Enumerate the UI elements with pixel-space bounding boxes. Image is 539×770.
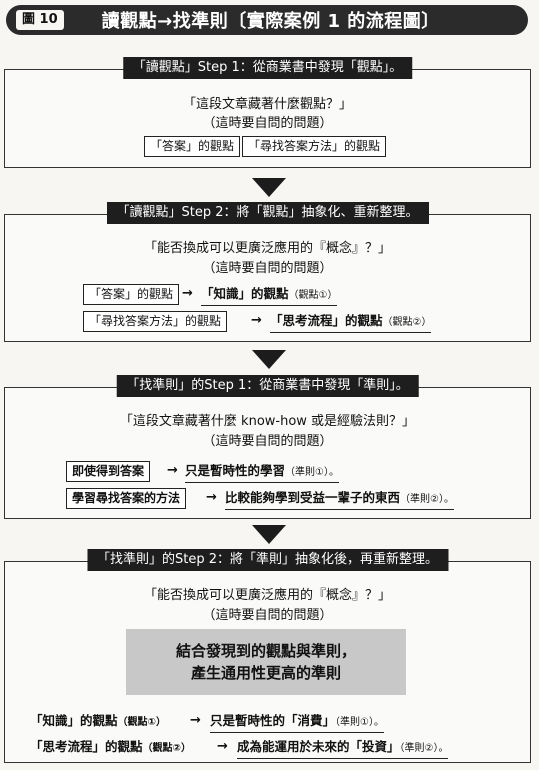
knowledge-viewpoint: 「知識」的觀點（觀點①） bbox=[201, 284, 338, 306]
investment-rule: 成為能運用於未來的「投資」（準則②）。 bbox=[237, 737, 449, 759]
highlight-line-1: 結合發現到的觀點與準則， bbox=[175, 642, 356, 660]
thinking-process-viewpoint: 「思考流程」的觀點（觀點②） bbox=[270, 311, 432, 333]
result-text: 成為能運用於未來的「投資」 bbox=[237, 739, 400, 754]
rule-1: 只是暫時性的學習（準則①）。 bbox=[185, 461, 339, 483]
self-ask-note: （這時要自問的問題） bbox=[202, 608, 333, 623]
result-note: （觀點①） bbox=[288, 290, 338, 301]
from-text: 「思考流程」的觀點 bbox=[30, 739, 143, 754]
section-title: 「讀觀點」Step 2：將「觀點」抽象化、重新整理。 bbox=[106, 202, 429, 224]
thinking-viewpoint-label: 「思考流程」的觀點（觀點②） bbox=[30, 737, 191, 758]
right-arrow-icon: → bbox=[167, 463, 178, 478]
down-arrow-icon bbox=[252, 525, 286, 544]
consumption-rule: 只是暫時性的「消費」（準則①）。 bbox=[210, 711, 384, 733]
highlight-line-2: 產生通用性更高的準則 bbox=[190, 664, 341, 682]
question: 「能否換成可以更廣泛應用的『概念』？」 bbox=[143, 241, 391, 256]
from-note: （觀點①） bbox=[117, 717, 166, 728]
result-note: （準則①）。 bbox=[285, 467, 339, 478]
section-title: 「讀觀點」Step 1：從商業書中發現「觀點」。 bbox=[122, 57, 413, 79]
down-arrow-icon bbox=[252, 178, 286, 197]
result-note: （準則②）。 bbox=[400, 494, 454, 505]
result-text: 比較能夠學到受益一輩子的東西 bbox=[225, 490, 401, 505]
learn-method-box: 學習尋找答案的方法 bbox=[66, 488, 187, 509]
result-text: 「知識」的觀點 bbox=[201, 286, 289, 301]
right-arrow-icon: → bbox=[182, 286, 193, 301]
figure-number: 圖 10 bbox=[16, 10, 64, 30]
answer-viewpoint-box: 「答案」的觀點 bbox=[83, 284, 180, 305]
result-note: （準則②）。 bbox=[399, 743, 449, 754]
question: 「這段文章藏著什麼 know-how 或是經驗法則？」 bbox=[119, 414, 416, 429]
even-with-answer-box: 即使得到答案 bbox=[66, 461, 151, 482]
right-arrow-icon: → bbox=[190, 713, 201, 728]
section-title: 「找準則」的Step 2：將「準則」抽象化後，再重新整理。 bbox=[86, 549, 449, 571]
section-read-viewpoint-step1: 「讀觀點」Step 1：從商業書中發現「觀點」。 「這段文章藏著什麼觀點？」 （… bbox=[4, 57, 531, 168]
down-arrow-icon bbox=[252, 350, 286, 369]
self-ask-note: （這時要自問的問題） bbox=[202, 261, 333, 276]
question: 「這段文章藏著什麼觀點？」 bbox=[182, 97, 352, 112]
from-note: （觀點②） bbox=[142, 743, 191, 754]
result-text: 只是暫時性的「消費」 bbox=[210, 713, 336, 728]
self-ask-note: （這時要自問的問題） bbox=[202, 116, 333, 131]
section-read-viewpoint-step2: 「讀觀點」Step 2：將「觀點」抽象化、重新整理。 「能否換成可以更廣泛應用的… bbox=[4, 202, 531, 342]
result-note: （準則①）。 bbox=[335, 717, 384, 728]
method-viewpoint-box: 「尋找答案方法」的觀點 bbox=[242, 136, 387, 157]
right-arrow-icon: → bbox=[206, 490, 217, 505]
knowledge-viewpoint-label: 「知識」的觀點（觀點①） bbox=[30, 711, 166, 732]
question: 「能否換成可以更廣泛應用的『概念』？」 bbox=[143, 588, 391, 603]
right-arrow-icon: → bbox=[217, 739, 228, 754]
figure-title: 讀觀點→找準則〔實際案例 1 的流程圖〕 bbox=[101, 11, 440, 32]
method-viewpoint-box: 「尋找答案方法」的觀點 bbox=[83, 311, 228, 332]
answer-viewpoint-box: 「答案」的觀點 bbox=[144, 136, 241, 157]
rule-2: 比較能夠學到受益一輩子的東西（準則②）。 bbox=[225, 488, 454, 510]
combined-rule-highlight: 結合發現到的觀點與準則， 產生通用性更高的準則 bbox=[126, 629, 406, 695]
self-ask-note: （這時要自問的問題） bbox=[202, 434, 333, 449]
result-text: 只是暫時性的學習 bbox=[185, 463, 286, 478]
right-arrow-icon: → bbox=[251, 313, 262, 328]
section-title: 「找準則」的Step 1：從商業書中發現「準則」。 bbox=[116, 375, 419, 397]
figure-header: 圖 10 讀觀點→找準則〔實際案例 1 的流程圖〕 bbox=[6, 5, 528, 35]
from-text: 「知識」的觀點 bbox=[30, 713, 118, 728]
section-find-rule-step2: 「找準則」的Step 2：將「準則」抽象化後，再重新整理。 「能否換成可以更廣泛… bbox=[4, 549, 531, 763]
result-note: （觀點②） bbox=[382, 317, 432, 328]
result-text: 「思考流程」的觀點 bbox=[270, 313, 383, 328]
section-find-rule-step1: 「找準則」的Step 1：從商業書中發現「準則」。 「這段文章藏著什麼 know… bbox=[4, 375, 531, 519]
